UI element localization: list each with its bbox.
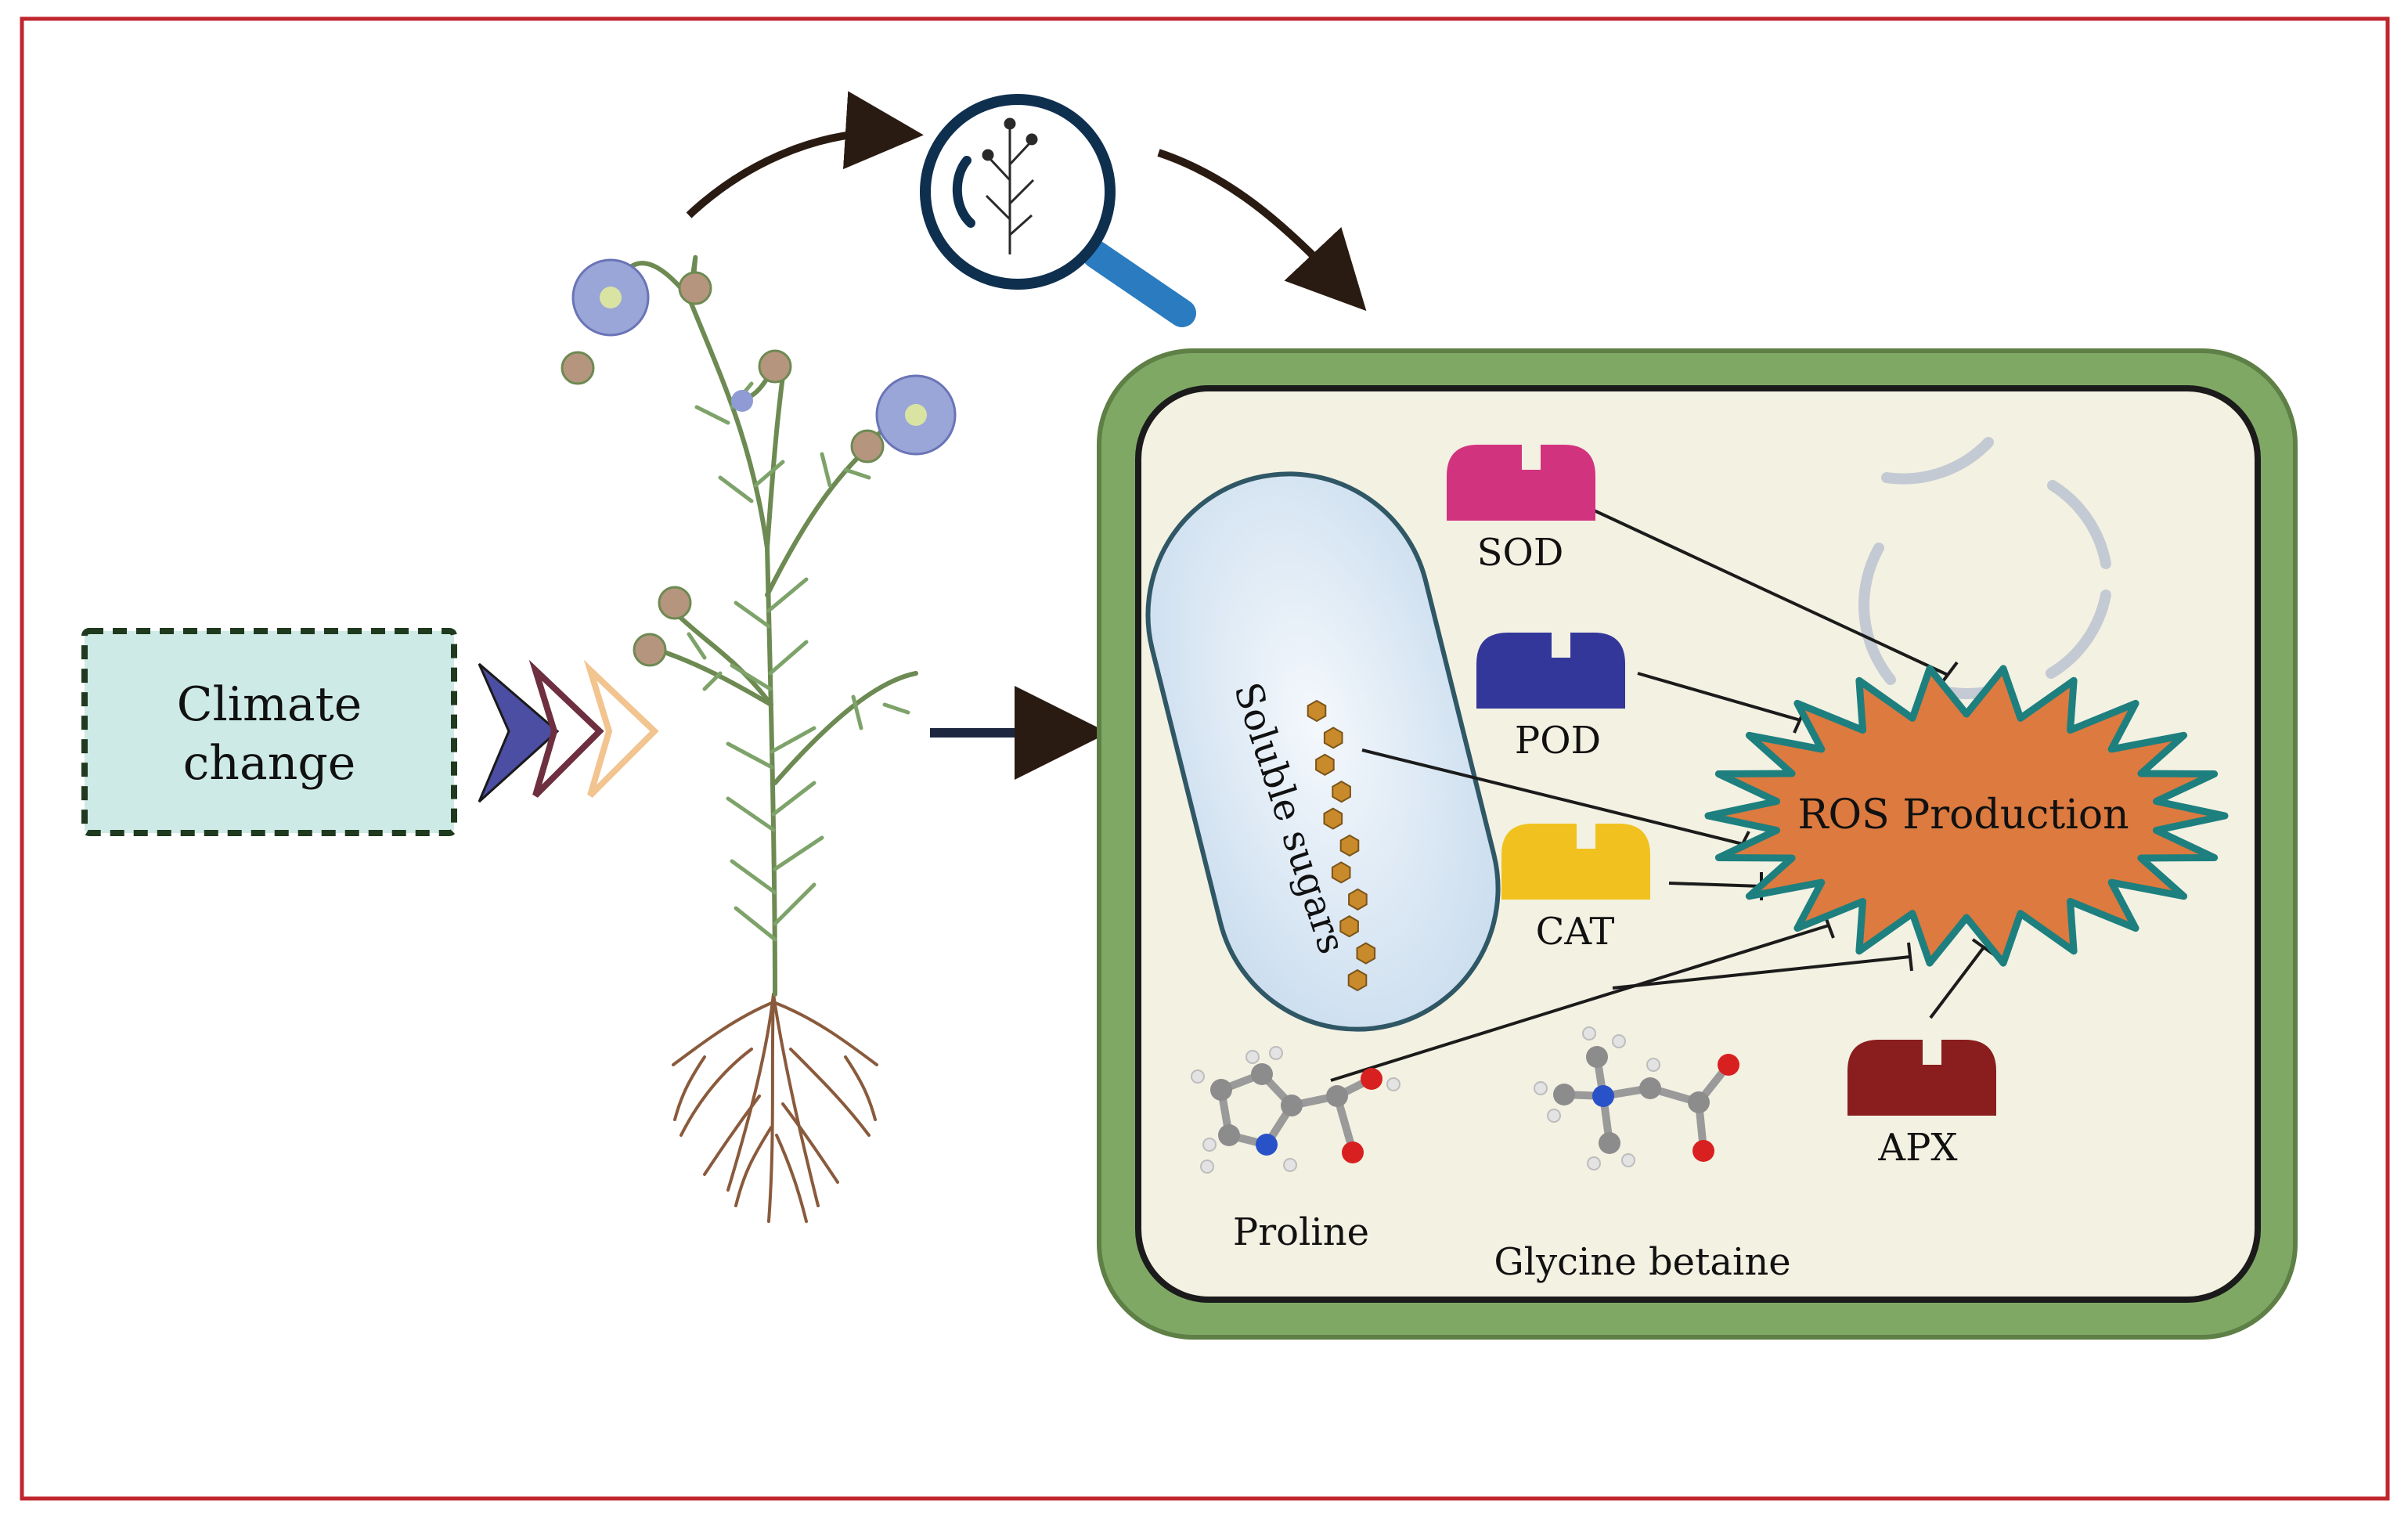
sugar-bead-icon — [1323, 727, 1343, 749]
cat-label: CAT — [1536, 910, 1615, 954]
sugar-bead-icon — [1331, 861, 1351, 884]
sugar-bead-icon — [1315, 753, 1335, 776]
cat-enzyme-icon — [1501, 824, 1650, 900]
leaves — [687, 381, 910, 942]
roots — [672, 993, 878, 1223]
vacuole: Soluble sugars — [1145, 471, 1501, 1032]
chevron-icon-3 — [583, 659, 659, 798]
flax-flower-icon — [571, 258, 957, 456]
sugar-bead-icon — [1339, 915, 1359, 938]
curved-arrow-down — [1157, 149, 1367, 312]
pod-enzyme-icon — [1476, 633, 1625, 709]
sugar-bead-icon — [1323, 807, 1343, 830]
apx-enzyme: APX — [1847, 1040, 1996, 1170]
glycine-betaine-label: Glycine betaine — [1494, 1240, 1790, 1284]
sugar-bead-icon — [1356, 942, 1376, 965]
proline-label: Proline — [1233, 1210, 1369, 1254]
climate-label-line2: change — [183, 736, 356, 791]
ros-production-burst: ROS Production — [1704, 665, 2229, 967]
figure-frame — [20, 16, 2390, 1501]
flax-bud-icon — [561, 271, 885, 667]
sugar-chain — [1307, 699, 1376, 992]
sod-enzyme-icon — [1447, 445, 1595, 521]
apx-enzyme-icon — [1847, 1040, 1996, 1116]
glycine-betaine-molecule-icon: Glycine betaine — [1494, 1026, 1791, 1284]
pod-enzyme: POD — [1476, 633, 1625, 763]
climate-change-box: Climate change — [81, 628, 457, 836]
sugar-bead-icon — [1339, 834, 1360, 857]
climate-label-line1: Climate — [177, 677, 362, 732]
sugar-bead-icon — [1348, 888, 1368, 911]
chevron-icon-1 — [478, 662, 560, 803]
ros-production-label: ROS Production — [1797, 792, 2129, 839]
cat-enzyme: CAT — [1501, 824, 1650, 954]
chevron-icon-2 — [528, 659, 604, 798]
sod-label: SOD — [1477, 531, 1564, 575]
flax-plant-icon — [561, 255, 957, 1223]
pod-label: POD — [1515, 719, 1601, 763]
apx-label: APX — [1877, 1126, 1957, 1170]
proline-molecule-icon: Proline — [1191, 1046, 1400, 1254]
sugar-bead-icon — [1307, 699, 1327, 723]
sod-enzyme: SOD — [1447, 445, 1595, 575]
curved-arrow-up — [686, 91, 924, 218]
magnifier-icon — [920, 94, 1196, 327]
sugar-bead-icon — [1347, 968, 1368, 992]
sugar-bead-icon — [1332, 781, 1351, 803]
chevron-arrows — [478, 659, 659, 803]
